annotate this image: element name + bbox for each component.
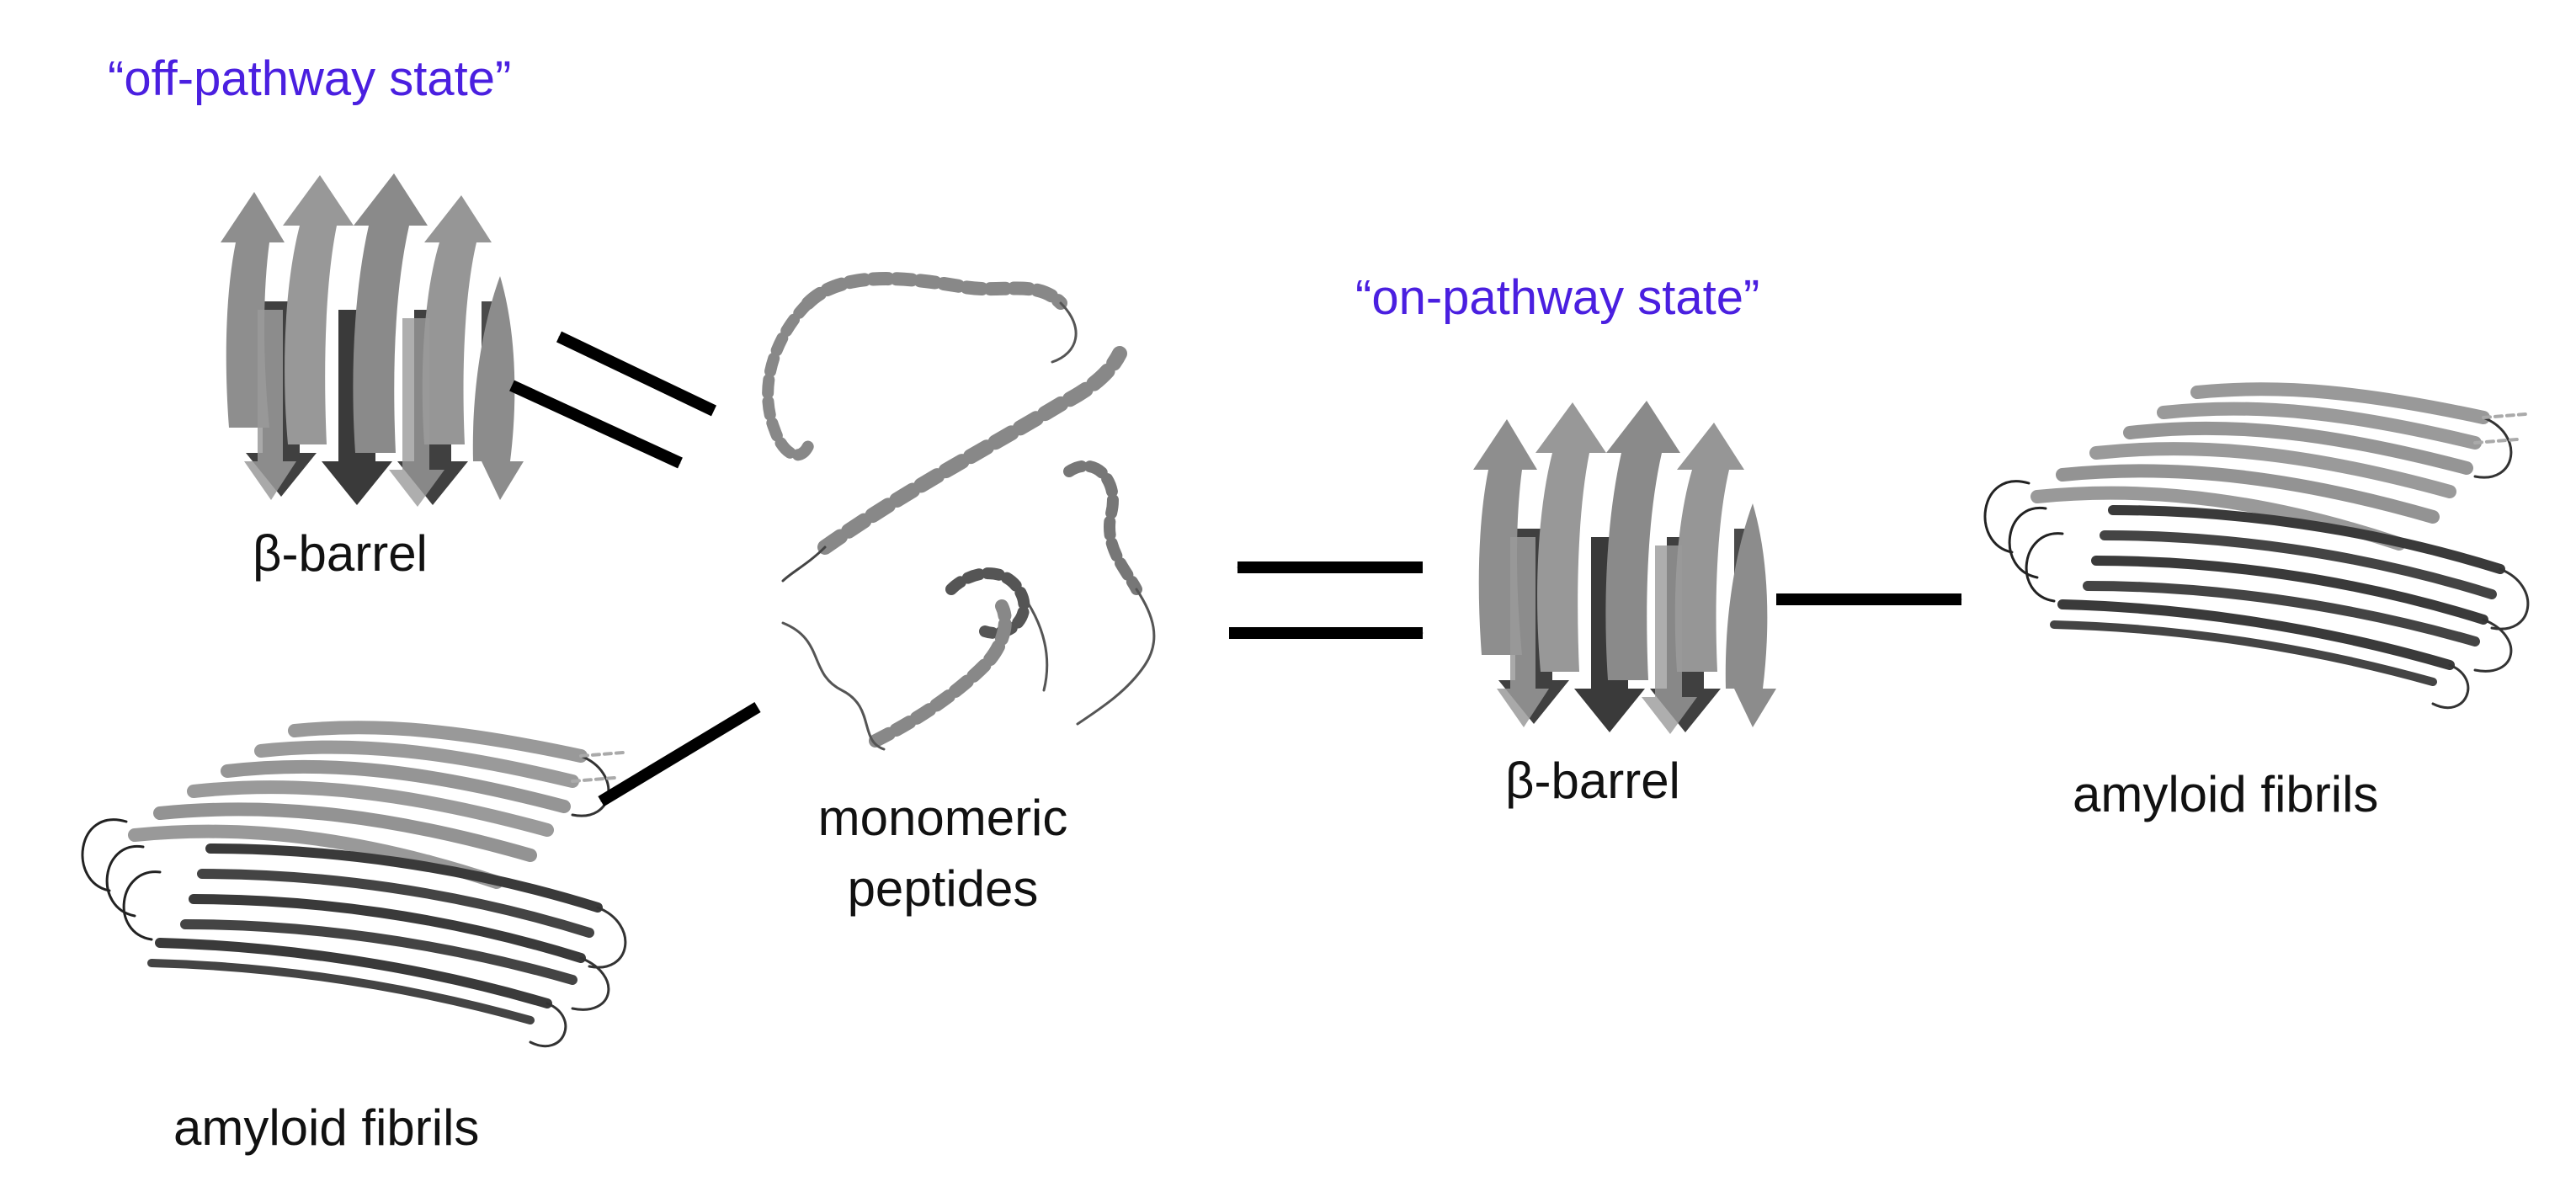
barrel-off-graphic: [221, 173, 524, 507]
arrow-monomer-to-barrel-off: [556, 331, 717, 417]
fibril-on-label: amyloid fibrils: [2073, 766, 2379, 822]
barrel-on-label: β-barrel: [1505, 753, 1680, 809]
monomer-graphic: [762, 272, 1156, 751]
on-pathway-title: “on-pathway state”: [1355, 270, 1760, 325]
arrow-barrel-off-to-monomer: [509, 380, 683, 469]
fibril-on-graphic: [1985, 389, 2528, 707]
off-pathway-title: “off-pathway state”: [108, 51, 512, 106]
fibril-off-graphic: [82, 727, 625, 1046]
arrow-monomer-to-fibril-off: [598, 702, 761, 806]
monomer-label-line1: monomeric: [817, 790, 1068, 846]
barrel-off-label: β-barrel: [253, 525, 428, 582]
monomer-label-line2: peptides: [847, 860, 1039, 917]
fibril-off-label: amyloid fibrils: [173, 1099, 480, 1156]
barrel-on-graphic: [1473, 401, 1776, 734]
monomer-label: monomeric peptides: [783, 783, 1103, 924]
